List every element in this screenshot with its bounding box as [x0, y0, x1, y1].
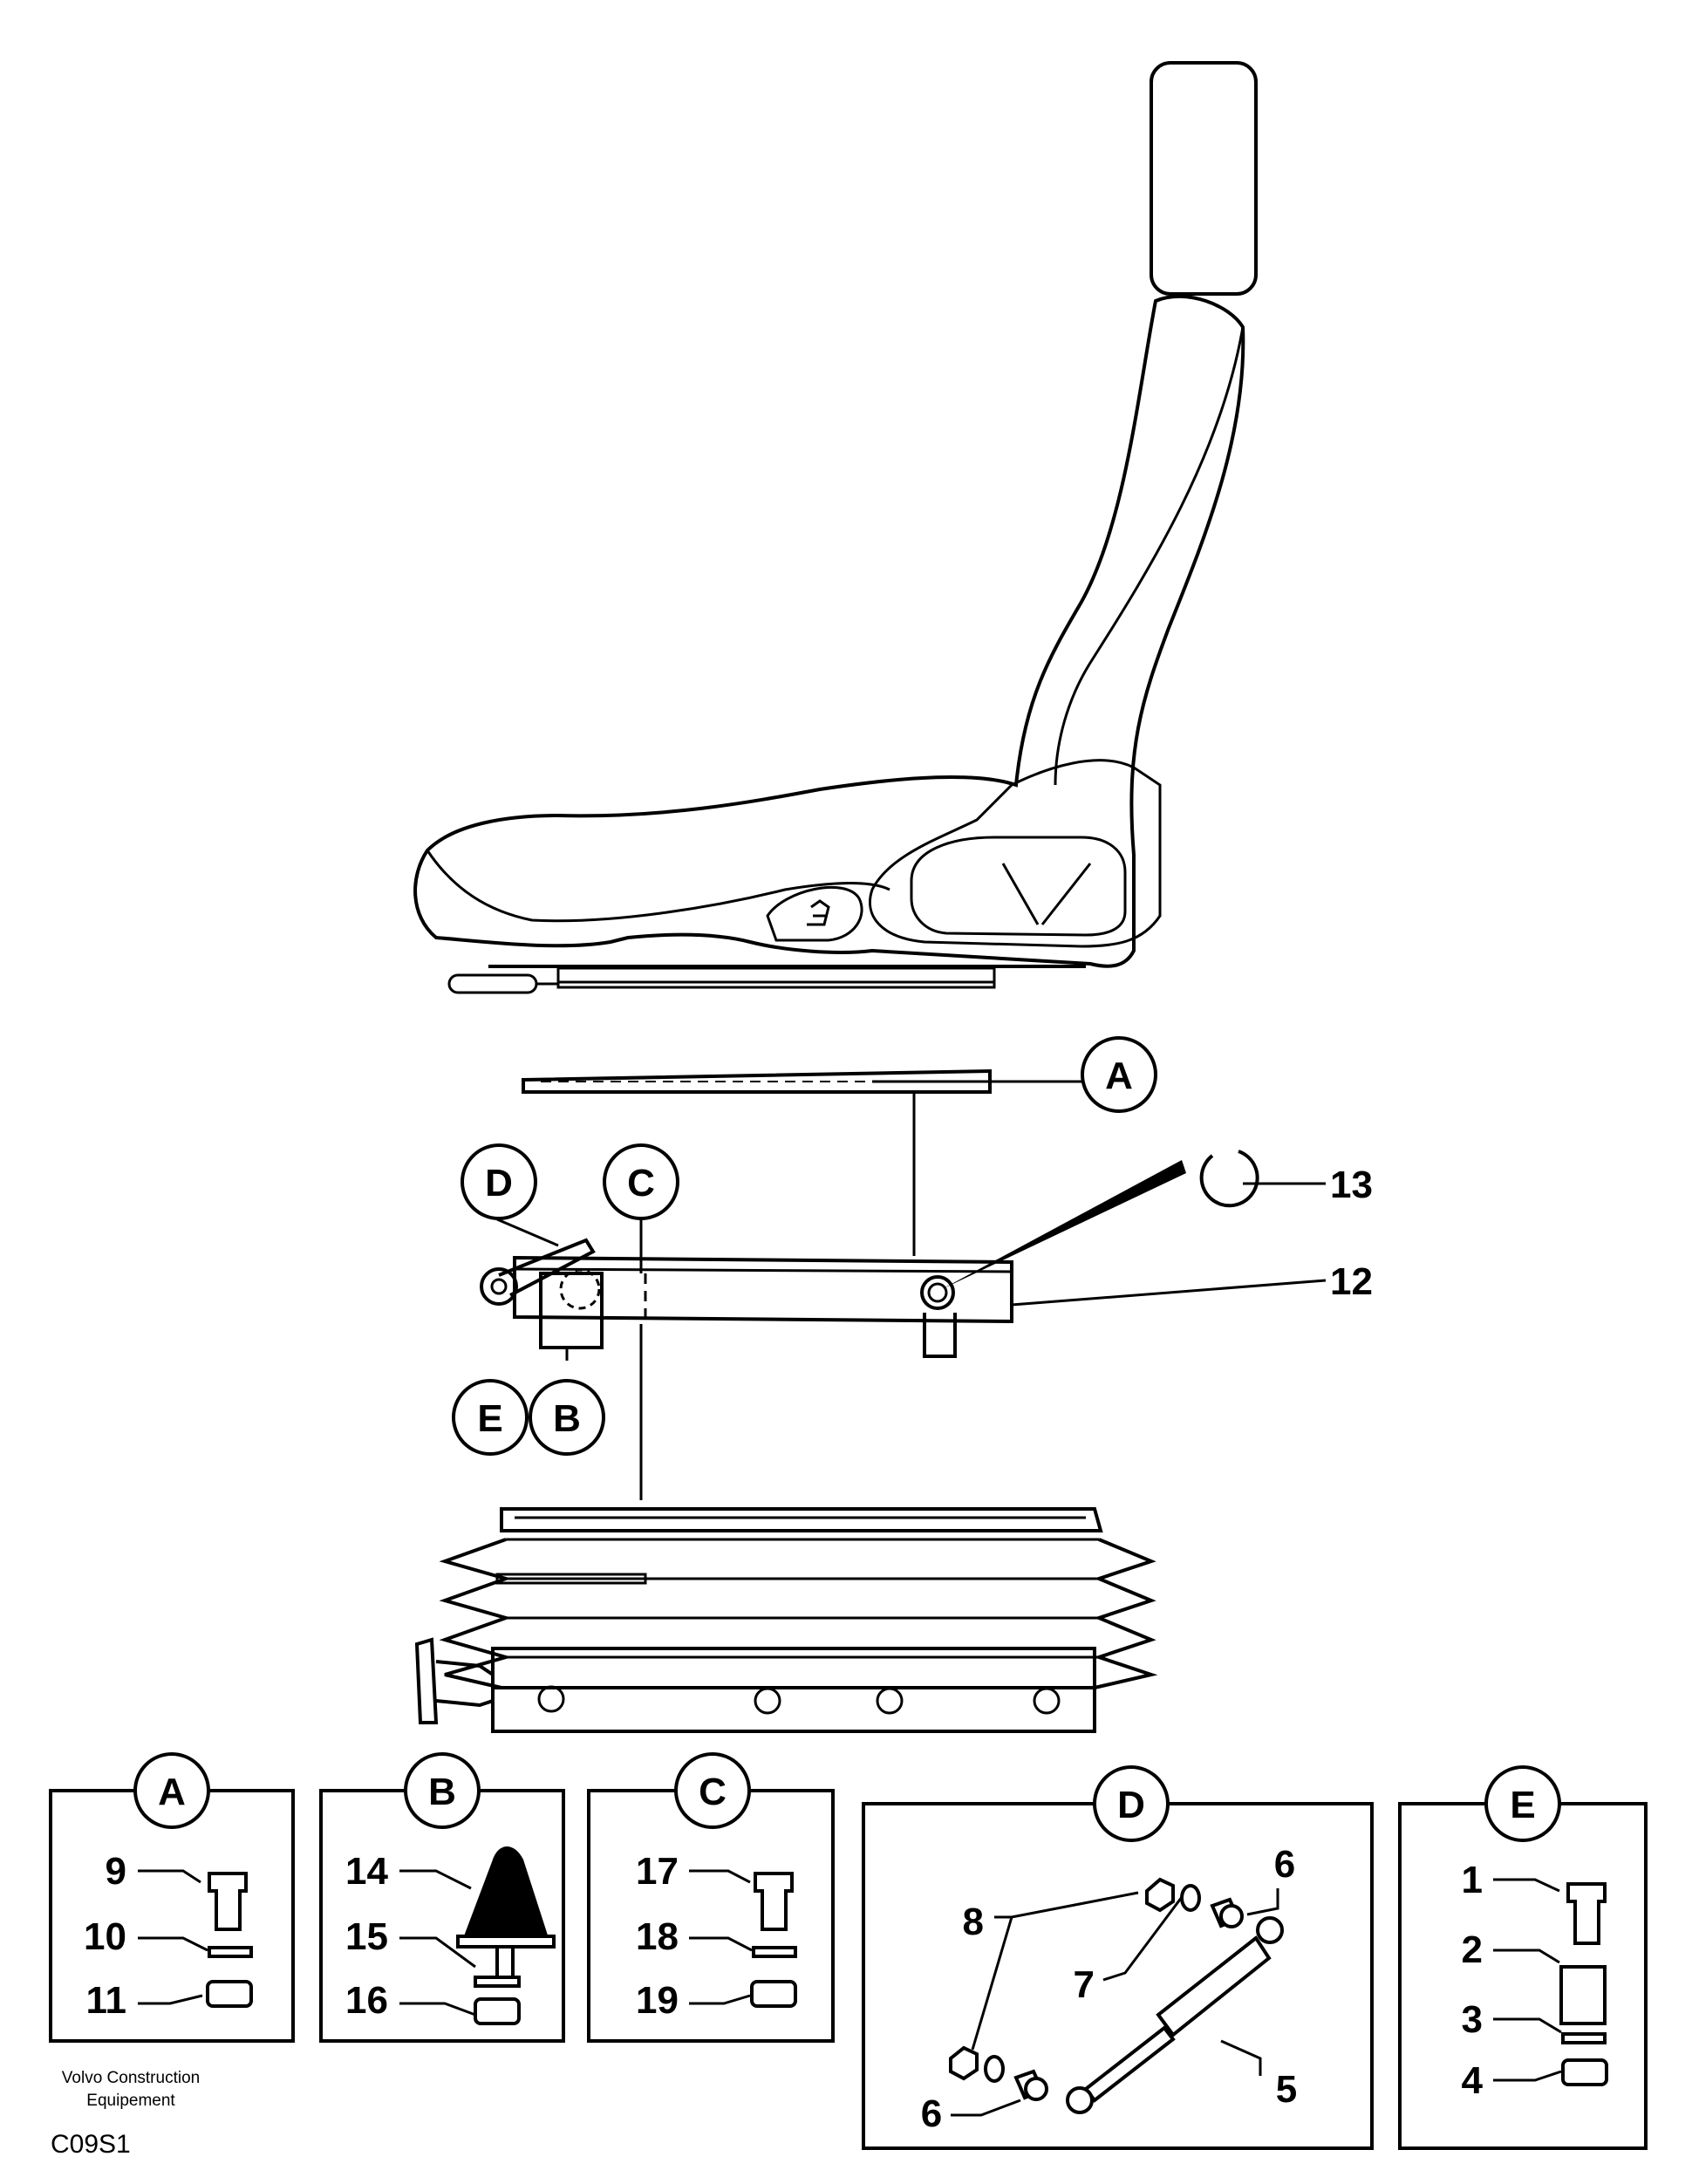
frame-hook — [923, 1313, 957, 1358]
svg-text:D: D — [1117, 1784, 1145, 1826]
callout-c[interactable]: C — [603, 1143, 679, 1220]
part-number-6-top: 6 — [1274, 1843, 1295, 1886]
svg-text:A: A — [158, 1771, 186, 1813]
circlip — [1199, 1150, 1259, 1208]
washer-10 — [208, 1946, 253, 1958]
lever-pivot — [480, 1267, 518, 1306]
washer-7-bottom — [984, 2055, 1005, 2083]
nut-4 — [1561, 2058, 1608, 2086]
part-number-1: 1 — [1462, 1859, 1483, 1901]
part-number-18: 18 — [636, 1915, 679, 1958]
svg-text:B: B — [428, 1771, 456, 1813]
brand-line-1: Volvo Construction — [62, 2069, 200, 2087]
spacer-2 — [1559, 1965, 1607, 2025]
seat-illustration — [413, 61, 1258, 994]
callout-d[interactable]: D — [461, 1143, 537, 1220]
part-number-16: 16 — [345, 1979, 388, 2022]
part-number-5: 5 — [1276, 2068, 1297, 2111]
washer-18 — [752, 1946, 797, 1958]
part-number-13: 13 — [1330, 1164, 1373, 1206]
part-number-14: 14 — [345, 1850, 388, 1893]
part-number-9: 9 — [106, 1850, 126, 1893]
nut-8-bottom — [949, 2045, 979, 2081]
washer-3 — [1561, 2032, 1607, 2044]
part-number-2: 2 — [1462, 1928, 1483, 1971]
svg-text:D: D — [485, 1162, 513, 1205]
callout-a[interactable]: A — [1081, 1036, 1157, 1113]
nut-19 — [750, 1980, 797, 2008]
washer-7-top — [1180, 1884, 1201, 1912]
slide-rail — [522, 1068, 1081, 1256]
adjust-frame — [480, 1160, 1186, 1358]
diagram-code: C09S1 — [51, 2130, 131, 2159]
detail-panel-b: B 14 15 16 — [319, 1752, 565, 2043]
detail-panel-a: A 9 10 11 — [49, 1752, 295, 2043]
suspension-base — [414, 1324, 1158, 1733]
part-number-3: 3 — [1462, 1998, 1483, 2041]
svg-text:E: E — [477, 1397, 502, 1440]
part-number-15: 15 — [345, 1915, 388, 1958]
bolt-1 — [1566, 1882, 1607, 1945]
part-number-19: 19 — [636, 1979, 679, 2022]
svg-text:A: A — [1105, 1054, 1133, 1097]
bolt-9 — [208, 1872, 248, 1931]
detail-panel-e: E 1 2 3 4 — [1398, 1765, 1648, 2150]
brand-line-2: Equipement — [86, 2092, 175, 2110]
part-number-11: 11 — [85, 1979, 126, 2022]
lumbar-adjust-knob — [766, 885, 863, 942]
svg-text:C: C — [627, 1162, 655, 1205]
bolt-17 — [754, 1872, 794, 1931]
side-panel — [869, 759, 1162, 948]
part-number-17: 17 — [636, 1850, 679, 1893]
nut-11 — [206, 1980, 253, 2008]
svg-text:C: C — [699, 1771, 727, 1813]
headrest — [1150, 61, 1258, 296]
rubber-mount-14 — [462, 1846, 549, 1941]
detail-panel-d: D 8 7 6 6 5 — [862, 1765, 1374, 2150]
washer-15 — [474, 1976, 521, 1988]
part-number-7: 7 — [1074, 1963, 1095, 2006]
nut-16 — [474, 1997, 521, 2025]
part-number-8: 8 — [963, 1901, 984, 1943]
backrest — [413, 294, 1245, 968]
nut-8-top — [1145, 1877, 1175, 1913]
part-number-10: 10 — [84, 1915, 126, 1958]
weight-adjust-knob — [414, 1637, 439, 1724]
svg-text:B: B — [553, 1397, 581, 1440]
seat-handle — [447, 973, 538, 994]
callout-b[interactable]: B — [529, 1379, 605, 1456]
svg-text:E: E — [1510, 1784, 1535, 1826]
part-number-4: 4 — [1462, 2059, 1484, 2102]
detail-panel-c: C 17 18 19 — [587, 1752, 835, 2043]
part-number-6-bottom: 6 — [921, 2092, 942, 2135]
callout-e[interactable]: E — [452, 1379, 529, 1456]
part-number-12: 12 — [1330, 1260, 1373, 1303]
gas-spring-5 — [1066, 1916, 1284, 2114]
